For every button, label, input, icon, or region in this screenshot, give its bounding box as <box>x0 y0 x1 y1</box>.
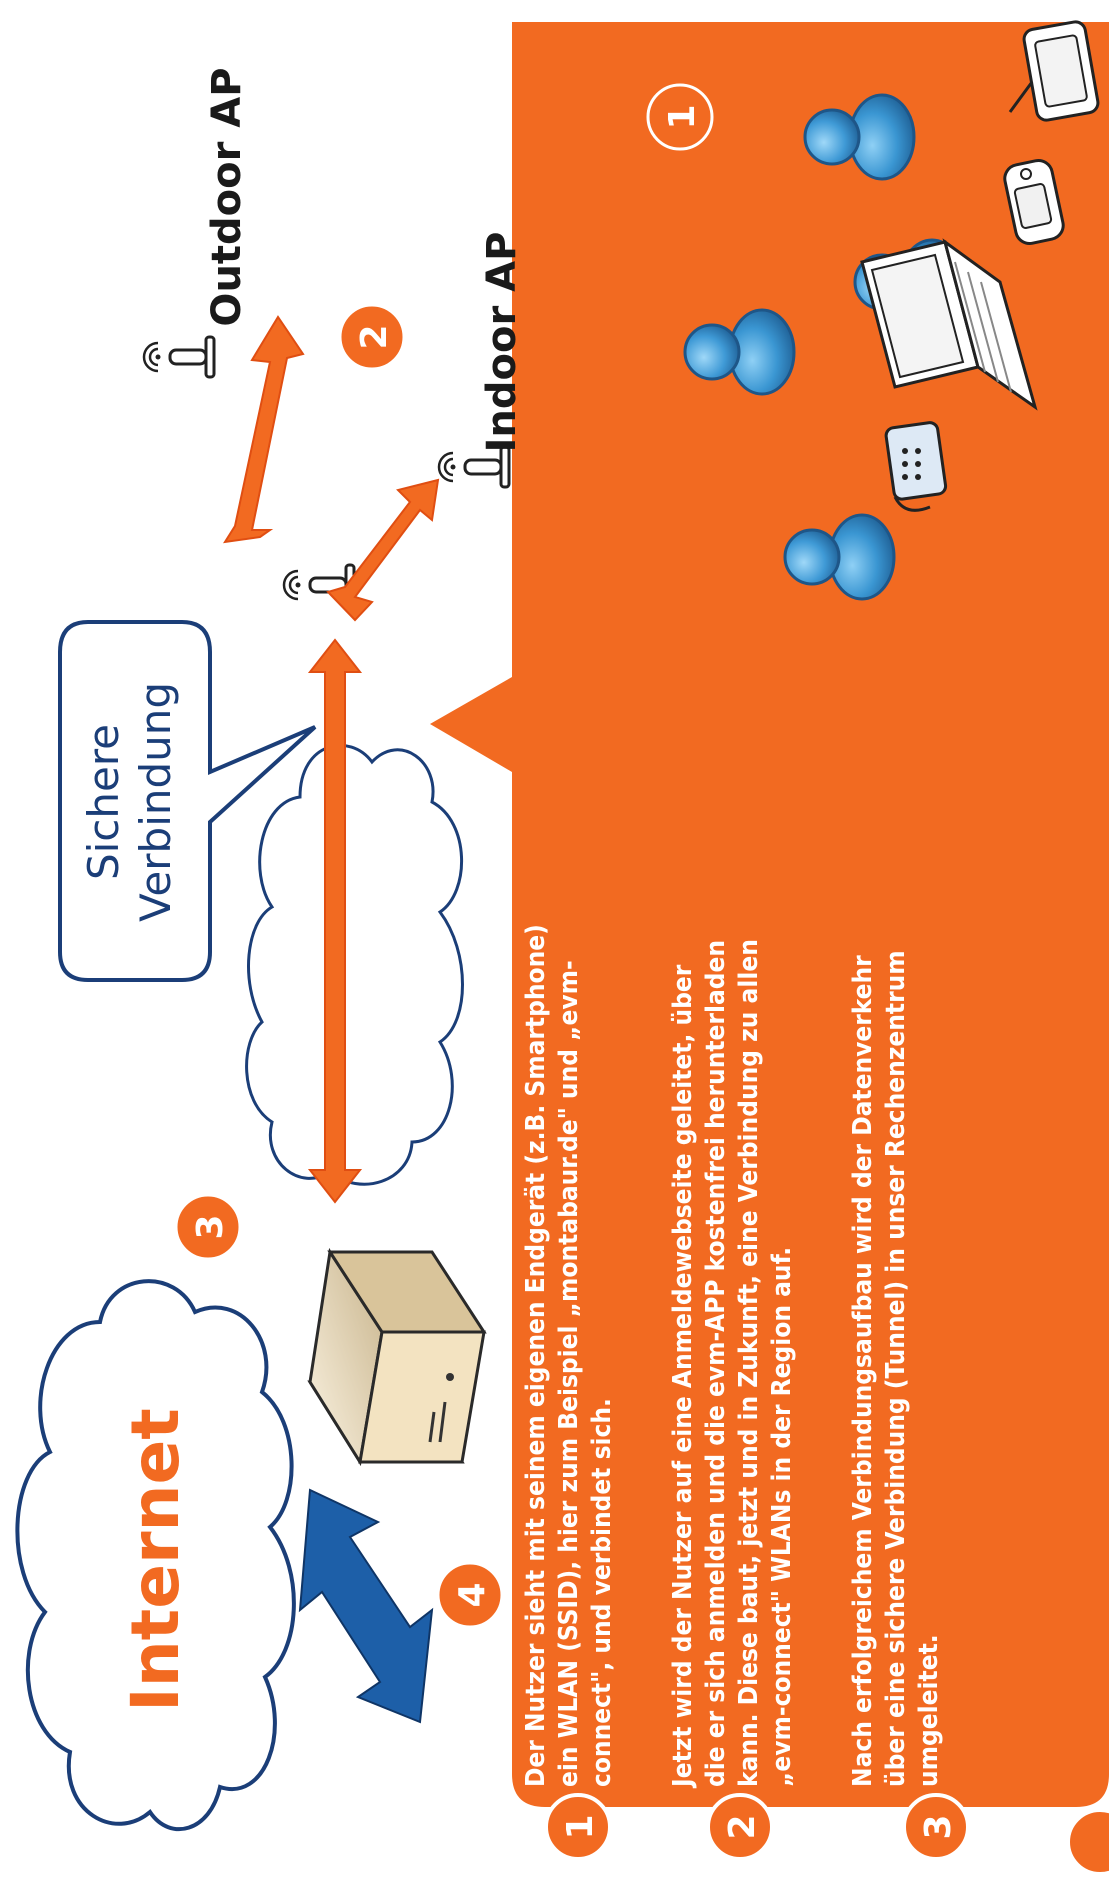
speech-line-2: Verbindung <box>131 682 180 922</box>
panel-badge-2-label: 2 <box>722 1814 763 1839</box>
desk-phone-icon <box>884 421 948 512</box>
step-badge-2: 2 <box>338 303 406 371</box>
panel-step-2-text: Jetzt wird der Nutzer auf eine Anmeldewe… <box>668 939 797 1787</box>
step-badge-3-label: 3 <box>190 1214 231 1239</box>
step-badge-3: 3 <box>174 1193 242 1261</box>
speech-line-1: Sichere <box>79 724 128 880</box>
ap-link-arrow-indoor-icon <box>326 478 440 622</box>
server-icon <box>307 1247 487 1467</box>
info-panel-text: Der Nutzer sieht mit seinem eigenen Endg… <box>520 917 1100 1787</box>
panel-step-1-text: Der Nutzer sieht mit seinem eigenen Endg… <box>521 924 617 1787</box>
step-badge-2-label: 2 <box>354 324 395 349</box>
internet-link-arrow-icon <box>298 1488 434 1724</box>
panel-badge-1-label: 1 <box>560 1814 601 1839</box>
outdoor-ap-label: Outdoor AP <box>204 67 250 326</box>
panel-badge-1: 1 <box>544 1793 612 1861</box>
panel-badge-2: 2 <box>706 1793 774 1861</box>
tunnel-arrow-icon <box>307 638 363 1204</box>
step-badge-4-label: 4 <box>452 1582 493 1607</box>
step-badge-1: 1 <box>646 83 714 151</box>
indoor-ap-label: Indoor AP <box>479 232 525 453</box>
panel-badge-3-label: 3 <box>918 1814 959 1839</box>
laptop-icon <box>860 238 1038 411</box>
panel-badge-4-partial <box>1066 1808 1109 1876</box>
speech-bubble: Sichere Verbindung <box>58 620 317 982</box>
panel-badge-3: 3 <box>902 1793 970 1861</box>
tablet-icon <box>1008 20 1100 122</box>
handheld-icon <box>1003 158 1065 246</box>
indoor-ap-antenna-icon <box>437 445 511 489</box>
step-badge-4: 4 <box>436 1561 504 1629</box>
tunnel-cloud-icon <box>245 744 464 1186</box>
outdoor-ap-antenna-icon <box>142 335 216 379</box>
internet-label: Internet <box>117 1408 194 1712</box>
panel-step-3-text: Nach erfolgreichem Verbindungsaufbau wir… <box>848 950 944 1787</box>
internet-cloud-icon <box>15 1279 296 1832</box>
step-badge-1-label: 1 <box>662 104 703 129</box>
ap-link-arrow-outdoor-icon <box>223 315 305 544</box>
